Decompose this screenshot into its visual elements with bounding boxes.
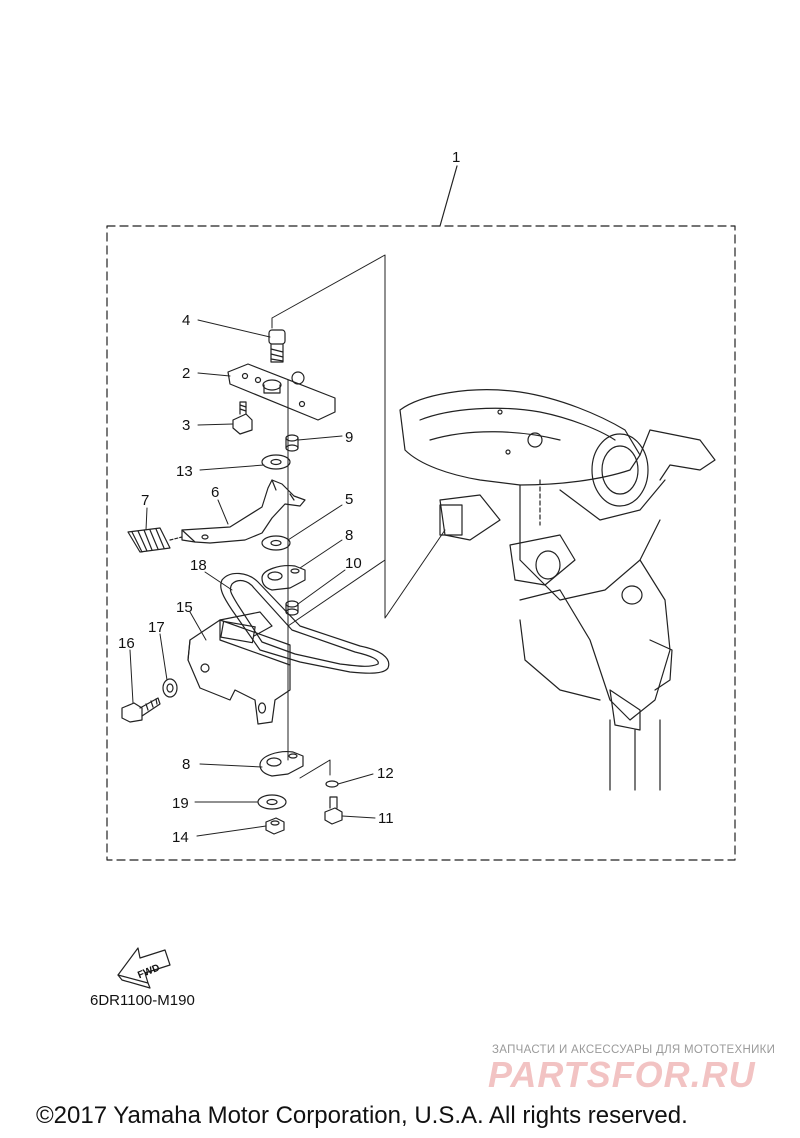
part-9-collar [285,434,299,452]
part-19-washer [257,794,287,810]
callout-3: 3 [182,417,190,434]
callout-8-lower: 8 [182,756,190,773]
part-5-washer [261,535,291,551]
callout-16: 16 [118,635,135,652]
callout-15: 15 [176,599,193,616]
leader-1 [439,165,458,227]
watermark-tagline: ЗАПЧАСТИ И АКСЕССУАРЫ ДЛЯ МОТОТЕХНИКИ [492,1044,776,1056]
callout-12: 12 [377,765,394,782]
part-14-nut [265,817,285,835]
callout-11: 11 [378,810,394,827]
part-12-washer [325,780,339,788]
fwd-arrow-icon [117,947,171,989]
part-16-bolt [121,697,161,723]
callout-10: 10 [345,555,362,572]
callout-6: 6 [211,484,219,501]
assembly-boundary [106,225,736,861]
callout-5: 5 [345,491,353,508]
part-3-bolt [232,401,253,435]
chain-line-lower [287,559,386,627]
callout-13: 13 [176,463,193,480]
drawing-code: 6DR1100-M190 [90,992,195,1009]
part-13-washer [261,454,291,470]
callout-14: 14 [172,829,189,846]
callout-1: 1 [452,149,460,166]
bottom-chain [299,759,331,779]
part-2-plate [227,363,336,421]
swivel-bracket [399,389,716,791]
part-15-bracket [187,611,291,725]
copyright-notice: ©2017 Yamaha Motor Corporation, U.S.A. A… [36,1102,688,1129]
part-17-washer [162,678,178,698]
part-18-handle [220,572,390,674]
watermark-brand: PARTSFOR.RU [488,1054,756,1095]
part-8-bushing-upper [261,565,306,591]
part-6-lever [181,479,306,544]
part-7-grip [127,527,183,553]
callout-2: 2 [182,365,190,382]
part-11-bolt [324,796,343,825]
callout-8-upper: 8 [345,527,353,544]
callout-7: 7 [141,492,149,509]
chain-line-upper [271,254,446,619]
callout-4: 4 [182,312,190,329]
callout-18: 18 [190,557,207,574]
part-4-bolt [268,329,286,363]
callout-9: 9 [345,429,353,446]
part-8-bushing-lower [259,751,304,777]
callout-19: 19 [172,795,189,812]
callout-17: 17 [148,619,165,636]
